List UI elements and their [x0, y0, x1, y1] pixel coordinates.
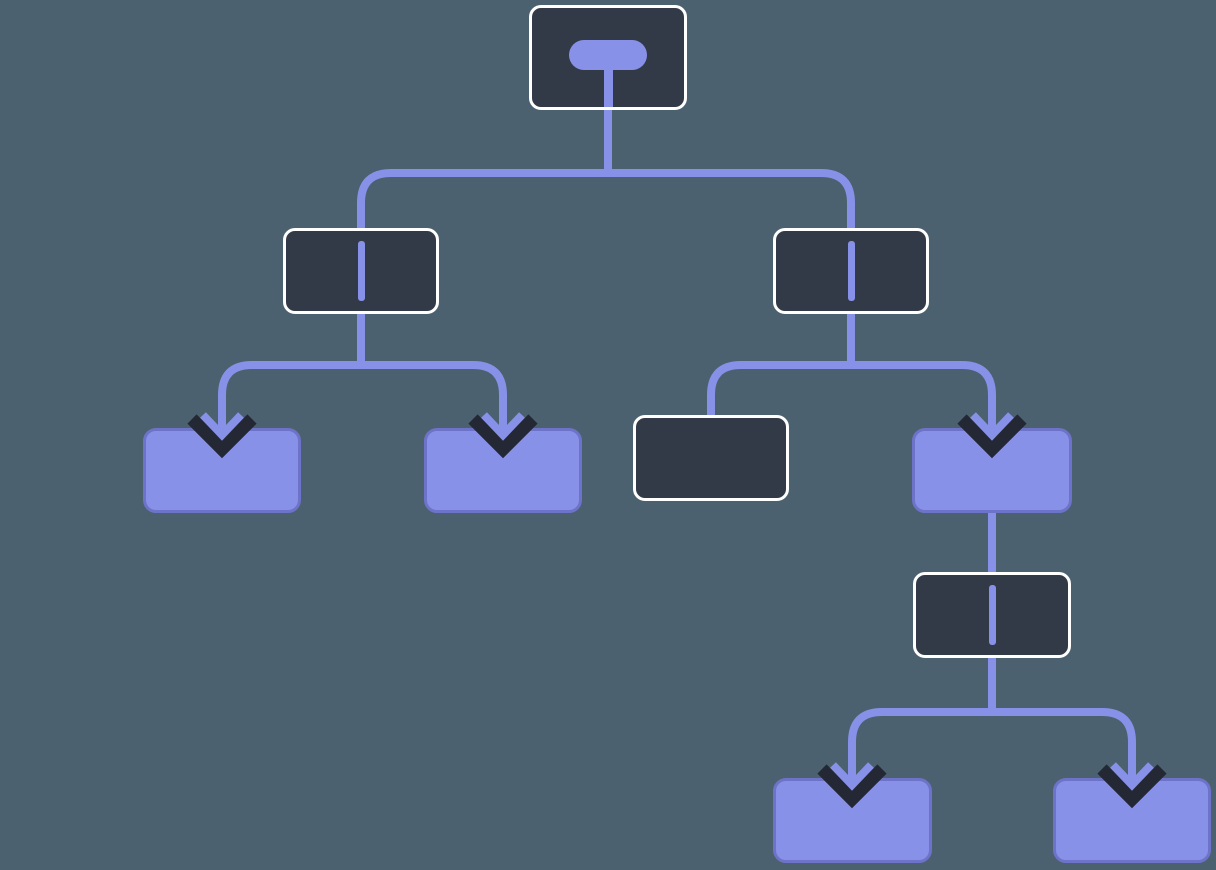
edge-rail-left-leaves [218, 361, 507, 436]
root-node[interactable] [529, 5, 687, 110]
edge-rail-bottom-leaves [848, 708, 1136, 786]
vertical-bar-icon [988, 585, 996, 645]
leaf-node-3[interactable] [912, 428, 1072, 513]
vertical-bar-icon [357, 241, 365, 301]
branch-node-left[interactable] [283, 228, 439, 314]
stem-shape [603, 64, 613, 107]
leaf-node-1[interactable] [143, 428, 301, 513]
branch-node-right[interactable] [773, 228, 929, 314]
leaf-node-4[interactable] [773, 778, 932, 863]
plain-dark-node[interactable] [633, 415, 789, 501]
vertical-bar-icon [847, 241, 855, 301]
edge-rail-right-leaves [707, 361, 996, 436]
edge-rail-level1 [357, 169, 855, 232]
leaf-node-5[interactable] [1053, 778, 1211, 863]
branch-node-bottom[interactable] [913, 572, 1071, 658]
pill-stem-icon [532, 8, 684, 107]
leaf-node-2[interactable] [424, 428, 582, 513]
